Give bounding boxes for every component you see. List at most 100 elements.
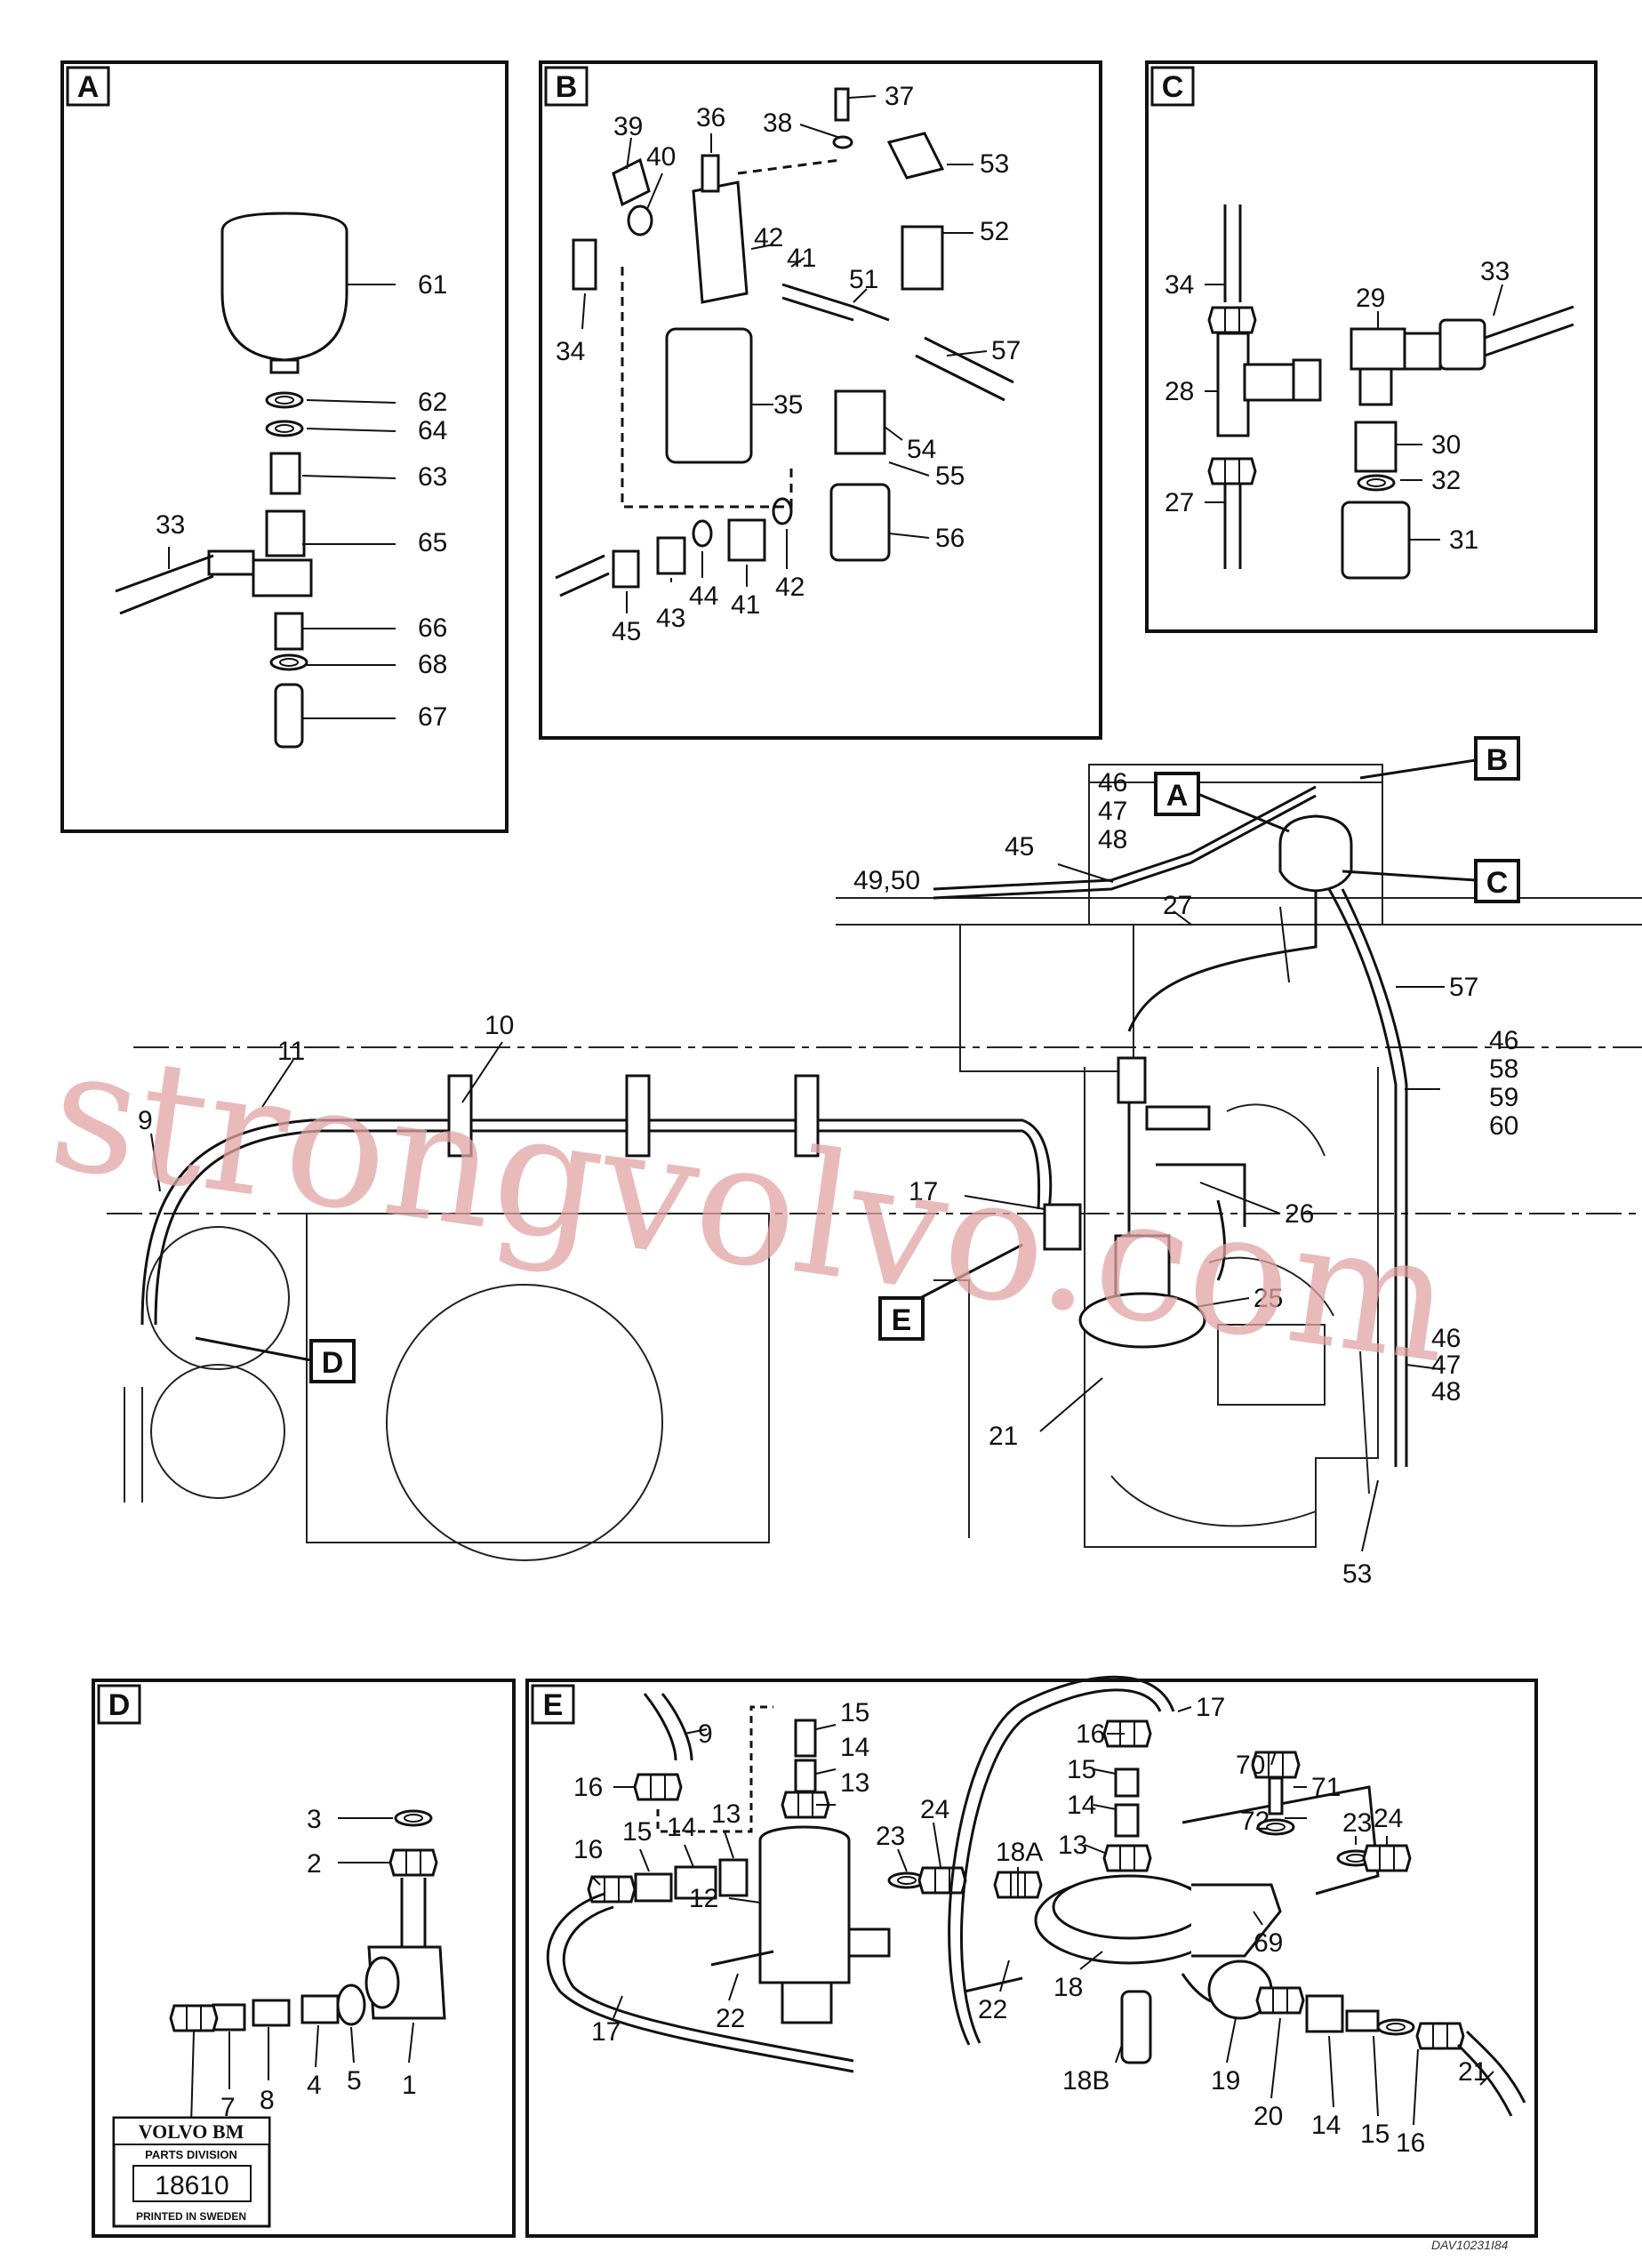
label-30: 30 [1431,430,1461,460]
label-15: 15 [840,1698,869,1727]
callout-a: A [1154,772,1200,816]
label-15b: 15 [622,1817,652,1847]
label-66: 66 [418,613,447,643]
label-13: 13 [840,1768,869,1798]
label-37: 37 [885,82,914,111]
label-43: 43 [656,604,685,633]
label-20: 20 [1254,2102,1283,2131]
label-55: 55 [935,461,965,491]
panel-d: D 3 2 1 6 7 8 4 5 VOLV [92,1679,516,2238]
label-16d: 16 [1396,2128,1425,2158]
svg-text:D: D [322,1346,344,1380]
panel-e-letter: E [543,1688,564,1722]
label-61: 61 [418,270,447,300]
label-47b: 47 [1431,1350,1461,1380]
label-17b: 17 [1196,1693,1225,1722]
label-24b: 24 [1374,1804,1403,1833]
label-57: 57 [1449,973,1478,1002]
label-71: 71 [1311,1773,1341,1802]
label-54: 54 [907,435,936,464]
label-46c: 46 [1431,1324,1461,1353]
svg-text:C: C [1486,866,1509,900]
label-18b: 18B [1062,2066,1109,2096]
label-46: 46 [1098,768,1127,797]
label-8: 8 [260,2086,275,2115]
label-21: 21 [1458,2057,1487,2087]
label-26: 26 [1285,1199,1314,1229]
svg-text:A: A [1166,779,1189,813]
label-44: 44 [689,581,718,611]
panel-b: B [539,60,1102,740]
callout-d: D [309,1339,356,1383]
label-48: 48 [1098,825,1127,854]
svg-text:B: B [1486,743,1509,777]
label-48b: 48 [1431,1377,1461,1406]
label-67: 67 [418,702,447,732]
label-17: 17 [591,2017,621,2047]
label-18: 18 [1053,1973,1083,2002]
label-31: 31 [1449,525,1478,555]
label-34: 34 [1165,270,1194,300]
label-29: 29 [1356,284,1385,313]
label-13b: 13 [711,1799,741,1829]
label-59: 59 [1489,1083,1518,1112]
panel-d-letter: D [108,1688,131,1722]
drawing-code: DAV10231I84 [1431,2238,1509,2252]
label-49-50: 49,50 [853,866,920,895]
panel-e: E [525,1675,1538,2238]
label-63: 63 [418,462,447,492]
label-27: 27 [1163,891,1192,920]
logo-printed: PRINTED IN SWEDEN [136,2210,246,2223]
label-2: 2 [307,1849,322,1879]
label-72: 72 [1240,1807,1270,1836]
panel-a-letter: A [77,70,100,104]
label-3: 3 [307,1805,322,1834]
label-24: 24 [920,1795,949,1824]
label-51: 51 [849,265,878,294]
label-53: 53 [980,149,1009,179]
label-16: 16 [573,1773,603,1802]
label-14c: 14 [1067,1791,1096,1820]
label-16c: 16 [1076,1719,1105,1749]
volvo-bm-logo: VOLVO BM PARTS DIVISION 18610 PRINTED IN… [112,2116,271,2228]
label-21: 21 [989,1422,1018,1451]
label-11: 11 [277,1037,305,1066]
logo-number: 18610 [155,2171,228,2200]
label-23b: 23 [1342,1808,1372,1838]
label-57: 57 [991,336,1021,365]
label-41: 41 [787,244,816,273]
panel-c-letter: C [1162,70,1184,104]
label-16b: 16 [573,1835,603,1864]
label-60: 60 [1489,1111,1518,1141]
label-45: 45 [1005,832,1034,862]
label-10: 10 [485,1011,514,1040]
label-32: 32 [1431,466,1461,495]
main-assembly: A B C D E 46 47 48 45 49,50 27 57 46 58 … [107,736,1642,1589]
label-27: 27 [1165,488,1194,517]
label-25: 25 [1254,1284,1283,1313]
label-14d: 14 [1311,2111,1341,2140]
label-22b: 22 [978,1995,1007,2024]
label-15c: 15 [1067,1755,1096,1784]
logo-division: PARTS DIVISION [145,2148,237,2161]
label-69: 69 [1254,1928,1283,1958]
label-47: 47 [1098,797,1127,826]
label-38: 38 [763,108,792,138]
label-40: 40 [646,142,676,172]
label-19: 19 [1211,2066,1240,2096]
label-35: 35 [773,390,803,420]
label-9: 9 [698,1719,713,1749]
label-52: 52 [980,217,1009,246]
label-65: 65 [418,528,447,557]
label-1: 1 [402,2071,417,2100]
label-7: 7 [220,2093,236,2122]
label-15d: 15 [1360,2120,1390,2149]
callout-e: E [878,1296,925,1341]
svg-text:E: E [892,1303,912,1337]
label-12: 12 [689,1884,718,1913]
label-22: 22 [716,2004,745,2033]
label-70: 70 [1236,1751,1265,1780]
logo-brand: VOLVO BM [139,2120,244,2143]
label-14b: 14 [667,1813,696,1842]
